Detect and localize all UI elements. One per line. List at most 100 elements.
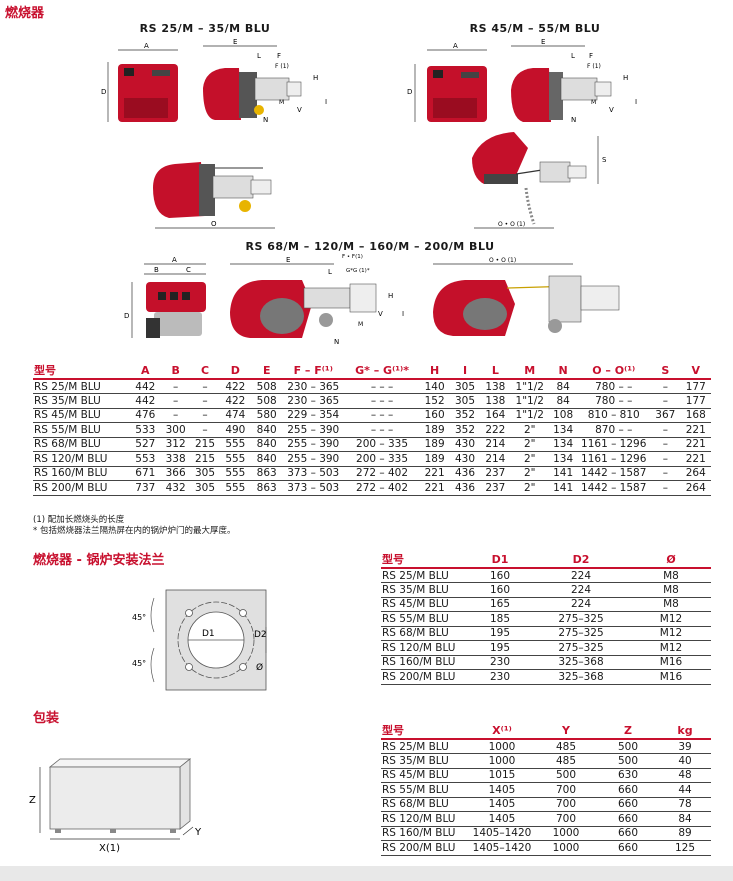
figure-title-rs25-35: RS 25/M – 35/M BLU: [139, 22, 271, 35]
value-cell: 1000: [469, 739, 535, 754]
packaging-drawing: Z X(1) Y: [29, 758, 202, 854]
table-header-row: 型号 A B C D E F – F⁽¹⁾ G* – G⁽¹⁾* H I L M…: [33, 362, 711, 380]
dim-label-a-68: A: [172, 256, 177, 264]
value-cell: 630: [597, 768, 659, 783]
value-cell: 863: [251, 466, 282, 481]
value-cell: 224: [531, 597, 631, 612]
value-cell: 1161 – 1296: [577, 451, 651, 467]
value-cell: 1405–1420: [469, 826, 535, 841]
value-cell: 134: [548, 451, 578, 467]
value-cell: 84: [548, 393, 578, 409]
model-cell: RS 68/M BLU: [381, 797, 469, 812]
table-header: B: [160, 362, 191, 380]
model-cell: RS 68/M BLU: [381, 626, 469, 641]
dim-label-oo1-68: O • O (1): [489, 257, 516, 264]
dim-label-angle-top: 45°: [132, 613, 146, 622]
table-header: D1: [469, 551, 531, 569]
value-cell: 221: [680, 422, 711, 438]
model-cell: RS 120/M BLU: [33, 451, 131, 467]
value-cell: –: [190, 408, 220, 423]
value-cell: –: [160, 408, 191, 423]
dim-label-s: S: [602, 156, 607, 164]
value-cell: 474: [219, 408, 252, 423]
value-cell: 44: [659, 782, 711, 798]
value-cell: 352: [449, 422, 481, 438]
dim-label-f1: F (1): [275, 63, 289, 70]
value-cell: – – –: [344, 379, 420, 394]
value-cell: 430: [449, 451, 481, 467]
dim-label-bolt: Ø: [256, 662, 263, 673]
dim-label-n-45: N: [571, 116, 576, 124]
dim-label-c-68: C: [186, 266, 191, 274]
dim-label-i-45: I: [635, 98, 637, 106]
table-header: Z: [597, 722, 659, 740]
value-cell: 810 – 810: [577, 408, 651, 423]
value-cell: 555: [219, 466, 252, 481]
value-cell: 214: [480, 437, 511, 452]
dim-label-f-45: F: [589, 52, 593, 60]
value-cell: 436: [449, 466, 481, 481]
table-header: N: [548, 362, 578, 380]
value-cell: 1000: [469, 753, 535, 769]
packaging-section-title: 包装: [33, 711, 60, 726]
value-cell: 164: [480, 408, 511, 423]
value-cell: 2": [510, 480, 549, 496]
model-cell: RS 120/M BLU: [381, 640, 469, 656]
value-cell: 780 – –: [577, 393, 651, 409]
dim-label-z: Z: [29, 795, 36, 806]
table-header: S: [650, 362, 681, 380]
value-cell: –: [650, 480, 681, 496]
value-cell: 671: [130, 466, 161, 481]
value-cell: 2": [510, 466, 549, 481]
value-cell: – – –: [344, 393, 420, 409]
value-cell: 255 – 390: [281, 451, 345, 467]
value-cell: 555: [219, 451, 252, 467]
value-cell: 138: [480, 393, 511, 409]
value-cell: 305: [190, 466, 220, 481]
value-cell: 485: [535, 753, 597, 769]
value-cell: 177: [680, 379, 711, 394]
value-cell: 237: [480, 480, 511, 496]
value-cell: M8: [631, 597, 711, 612]
value-cell: –: [650, 393, 681, 409]
model-cell: RS 35/M BLU: [381, 753, 469, 769]
model-cell: RS 55/M BLU: [33, 422, 131, 438]
dim-label-d-45: D: [407, 88, 412, 96]
value-cell: 189: [419, 451, 450, 467]
model-cell: RS 120/M BLU: [381, 811, 469, 827]
model-cell: RS 55/M BLU: [381, 611, 469, 627]
value-cell: 580: [251, 408, 282, 423]
dim-label-d: D: [101, 88, 106, 96]
value-cell: 780 – –: [577, 379, 651, 394]
footnote-boiler-door: * 包括燃烧器法兰隔热屏在内的锅炉炉门的最大厚度。: [33, 526, 236, 536]
table-header: D: [219, 362, 252, 380]
dim-label-v-68: V: [378, 310, 383, 318]
dim-label-d1: D1: [202, 629, 215, 639]
rs45-front-view-drawing: A D: [407, 42, 487, 122]
value-cell: 312: [160, 437, 191, 452]
value-cell: 500: [597, 753, 659, 769]
model-cell: RS 25/M BLU: [33, 379, 131, 394]
value-cell: M12: [631, 640, 711, 656]
value-cell: 430: [449, 437, 481, 452]
value-cell: 140: [419, 379, 450, 394]
value-cell: 275–325: [531, 640, 631, 656]
footer-bar: [0, 866, 733, 881]
dim-label-m: M: [279, 99, 284, 106]
model-cell: RS 45/M BLU: [381, 597, 469, 612]
dim-label-a-45: A: [453, 42, 458, 50]
table-header: Y: [535, 722, 597, 740]
value-cell: M16: [631, 669, 711, 685]
value-cell: 325–368: [531, 669, 631, 685]
value-cell: 1405: [469, 782, 535, 798]
value-cell: 660: [597, 782, 659, 798]
value-cell: 189: [419, 422, 450, 438]
dim-label-i: I: [325, 98, 327, 106]
